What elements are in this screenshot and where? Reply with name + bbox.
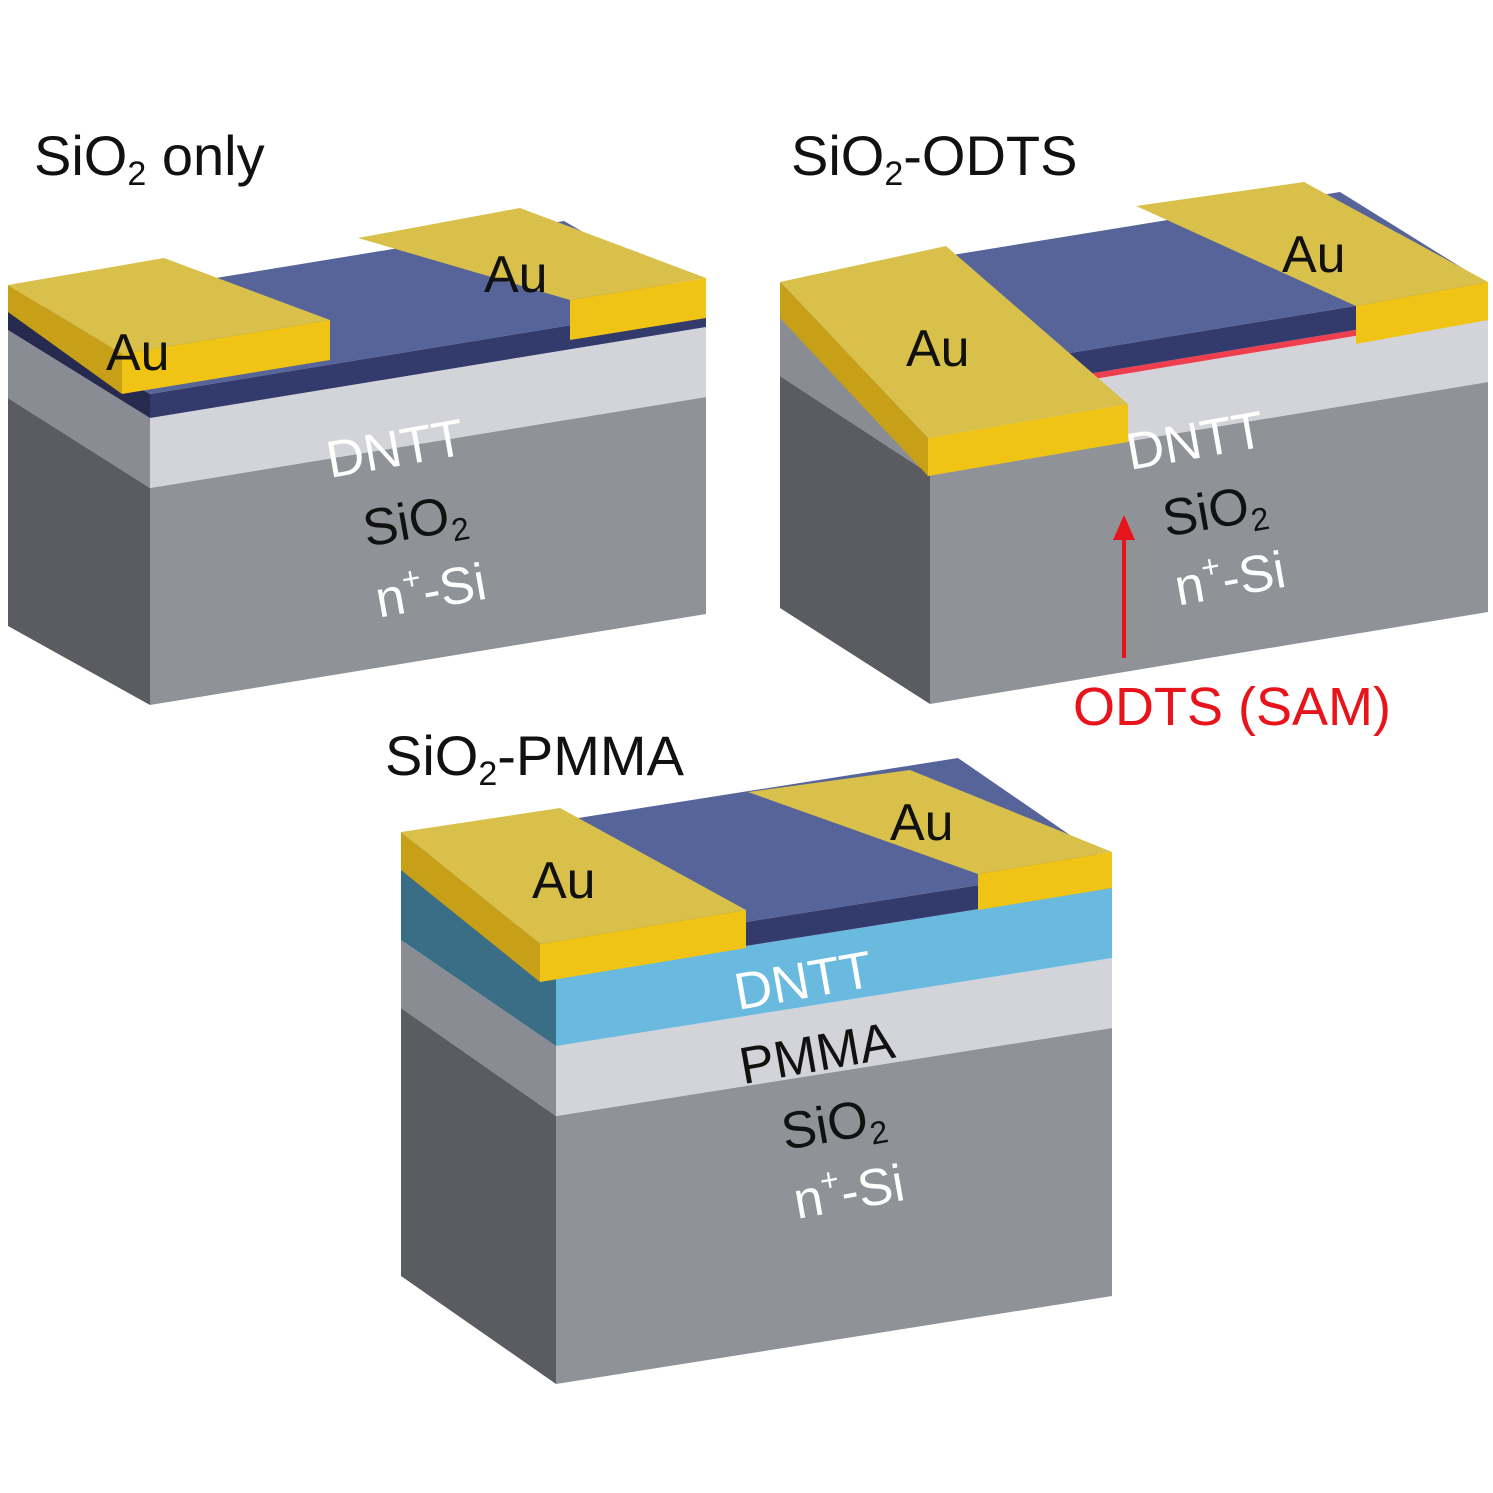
- au-contact-right-front: [978, 852, 1112, 910]
- au-contact-left-top: [780, 246, 1128, 438]
- au-contact-left-top: [401, 808, 746, 944]
- nsi-side-face: [780, 376, 930, 704]
- au-contact-right-front: [1356, 282, 1488, 344]
- pmma-front-face: [556, 888, 1112, 1046]
- sio2-side-face: [401, 940, 556, 1116]
- sio2-front-face: [150, 327, 706, 488]
- au-label-right: Au: [484, 246, 548, 304]
- pmma-side-face: [401, 870, 556, 1046]
- au-contact-left-side: [401, 832, 540, 982]
- sio2-side-face: [8, 330, 150, 488]
- device-title-sio2-odts: SiO2-ODTS: [791, 124, 1078, 193]
- au-label-left: Au: [106, 324, 170, 382]
- dntt-side-face: [8, 312, 150, 418]
- au-contact-left-front: [122, 320, 330, 394]
- nsi-front-face: [930, 382, 1488, 704]
- nsi-front-face: [150, 397, 706, 705]
- sam-annotation-label: ODTS (SAM): [1073, 677, 1391, 737]
- sio2-label: SiO2: [358, 483, 472, 563]
- au-label-left: Au: [906, 320, 970, 378]
- nsi-front-face: [556, 1028, 1112, 1384]
- au-label-left: Au: [532, 852, 596, 910]
- dntt-front-face: [150, 303, 706, 418]
- au-contact-left-top: [8, 258, 330, 354]
- device-title-sio2-pmma: SiO2-PMMA: [385, 724, 684, 793]
- au-contact-right-top: [358, 208, 706, 300]
- au-contact-left-front: [928, 404, 1128, 476]
- au-contact-left-front: [540, 910, 746, 982]
- nsi-side-face: [401, 1008, 556, 1384]
- sio2-front-face: [556, 958, 1112, 1116]
- au-contact-left-side: [8, 285, 122, 394]
- au-contact-right-front: [570, 278, 706, 340]
- device-title-sio2-only: SiO2 only: [34, 124, 265, 193]
- au-label-right: Au: [890, 794, 954, 852]
- au-contact-right-top: [1136, 182, 1488, 306]
- au-label-right: Au: [1282, 226, 1346, 284]
- nsi-label: n+-Si: [1169, 536, 1289, 617]
- nsi-label: n+-Si: [370, 548, 490, 629]
- au-contact-left-side: [780, 282, 928, 476]
- sam-arrow-head: [1113, 515, 1135, 540]
- nsi-side-face: [8, 398, 150, 705]
- au-contact-right-top: [748, 770, 1112, 874]
